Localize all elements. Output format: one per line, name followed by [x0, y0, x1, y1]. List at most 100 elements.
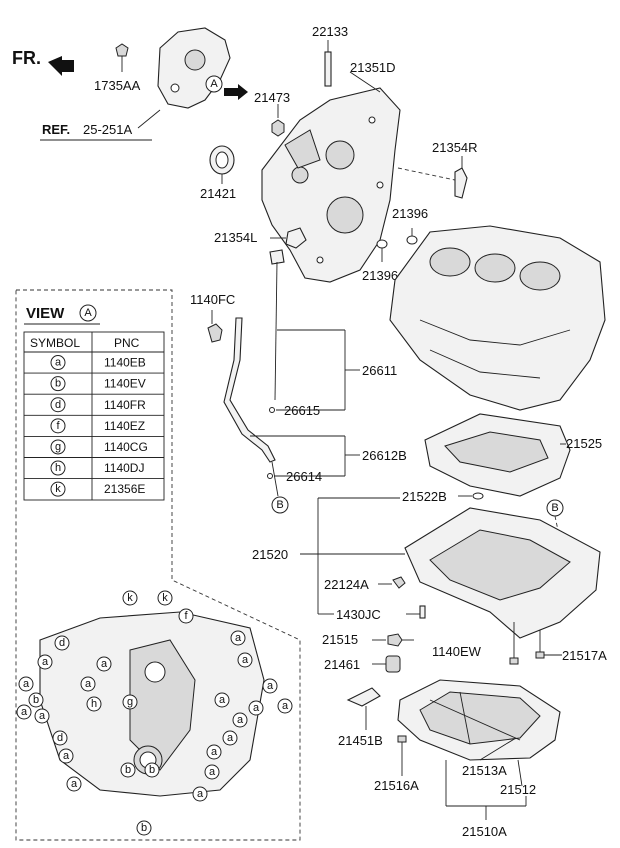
pnc-value-k: 21356E — [104, 482, 145, 496]
view-callout-letter-a: a — [242, 654, 249, 666]
label-21451B: 21451B — [338, 733, 383, 748]
block-rib-2 — [429, 349, 541, 379]
pin-1430JC — [419, 605, 426, 619]
label-21520: 21520 — [252, 547, 288, 562]
view-callout-letter-a: a — [282, 700, 289, 712]
label-26614: 26614 — [286, 469, 322, 484]
upper-pan-recess — [429, 529, 571, 601]
view-callout-letter-d: d — [57, 732, 63, 744]
view-callout-letter-a: a — [211, 746, 218, 758]
view-callout-letter-a: a — [101, 658, 108, 670]
baffle-21451B — [346, 687, 381, 707]
callout-a-top — [205, 75, 223, 93]
view-callout-b — [144, 762, 160, 778]
view-callout-a — [80, 676, 96, 692]
view-callout-letter-b: b — [125, 764, 131, 776]
view-callout-a — [34, 708, 50, 724]
view-callout-h — [86, 696, 102, 712]
cylinder-bore-1 — [429, 247, 471, 277]
callout-b-left — [271, 496, 289, 514]
pnc-value-d: 1140FR — [104, 398, 146, 412]
view-callout-a — [18, 676, 34, 692]
view-title-letter: A — [84, 307, 92, 319]
view-callout-k — [122, 590, 138, 606]
label-26615: 26615 — [284, 403, 320, 418]
label-21510A: 21510A — [462, 824, 507, 839]
bolt-1140EW-head — [509, 657, 519, 665]
view-callout-letter-d: d — [59, 637, 65, 649]
symbol-table: SYMBOL PNC — [23, 331, 165, 501]
label-21515: 21515 — [322, 632, 358, 647]
view-callout-letter-g: g — [127, 696, 133, 708]
view-callout-letter-b: b — [149, 764, 155, 776]
view-callout-letter-a: a — [209, 766, 216, 778]
view-callout-letter-a: a — [237, 714, 244, 726]
ladder-frame-cutout — [444, 431, 549, 473]
cover-opening-3 — [291, 166, 309, 184]
front-arrow-icon — [48, 56, 74, 76]
leader-b-left — [271, 461, 279, 497]
label-21351D: 21351D — [350, 60, 396, 75]
pnc-value-b: 1140EV — [104, 377, 146, 391]
oil-seal-inner — [215, 151, 229, 169]
ref-value: 25-251A — [83, 122, 132, 137]
view-callout-letter-a: a — [39, 710, 46, 722]
symbol-letter-b: b — [55, 378, 61, 390]
view-callout-letter-a: a — [21, 706, 28, 718]
dipstick-handle — [269, 249, 285, 265]
label-22124A: 22124A — [324, 577, 369, 592]
label-21354R: 21354R — [432, 140, 478, 155]
symbol-letter-g: g — [55, 441, 61, 453]
symbol-letter-a: a — [55, 357, 62, 369]
view-callout-b — [136, 820, 152, 836]
cylinder-bore-2 — [474, 253, 516, 283]
view-callout-letter-a: a — [253, 702, 260, 714]
view-callout-a — [204, 764, 220, 780]
o-ring-21396-lower — [376, 239, 388, 249]
view-callout-letter-a: a — [23, 678, 30, 690]
symbol-circle-k — [50, 481, 66, 497]
col-pnc-header: PNC — [114, 336, 140, 350]
view-callout-a — [192, 786, 208, 802]
label-22133: 22133 — [312, 24, 348, 39]
view-callout-a — [37, 654, 53, 670]
view-callout-g — [122, 694, 138, 710]
table-frame — [23, 331, 165, 501]
label-1140EW: 1140EW — [432, 644, 482, 659]
symbol-circle-h — [50, 460, 66, 476]
label-21525: 21525 — [566, 436, 602, 451]
symbol-letter-k: k — [55, 483, 61, 495]
view-callout-a — [262, 678, 278, 694]
view-callout-letter-a: a — [227, 732, 234, 744]
symbol-letter-f: f — [56, 420, 60, 432]
gasket-21354L — [285, 227, 307, 249]
view-callout-letter-k: k — [162, 592, 168, 604]
label-21513A: 21513A — [462, 763, 507, 778]
view-callout-a — [222, 730, 238, 746]
view-callout-letter-b: b — [33, 694, 39, 706]
label-21396-upper: 21396 — [392, 206, 428, 221]
symbol-circle-b — [50, 376, 66, 392]
nut-21473 — [271, 119, 285, 137]
view-callout-d — [52, 730, 68, 746]
plug-22124A — [392, 576, 406, 589]
block-rib — [419, 319, 571, 346]
view-callout-letter-a: a — [235, 632, 242, 644]
view-callout-a — [230, 630, 246, 646]
view-callout-a — [16, 704, 32, 720]
front-label: FR. — [12, 48, 41, 68]
label-1735AA: 1735AA — [94, 78, 141, 93]
o-ring-21396-upper — [406, 235, 418, 245]
callout-a-top-text: A — [210, 78, 218, 90]
ref-prefix: REF. — [42, 122, 70, 137]
bolt-1735AA — [115, 43, 129, 57]
view-callout-a — [237, 652, 253, 668]
label-21512: 21512 — [500, 782, 536, 797]
view-callout-b — [120, 762, 136, 778]
pnc-value-h: 1140DJ — [104, 461, 144, 475]
view-callout-a — [248, 700, 264, 716]
